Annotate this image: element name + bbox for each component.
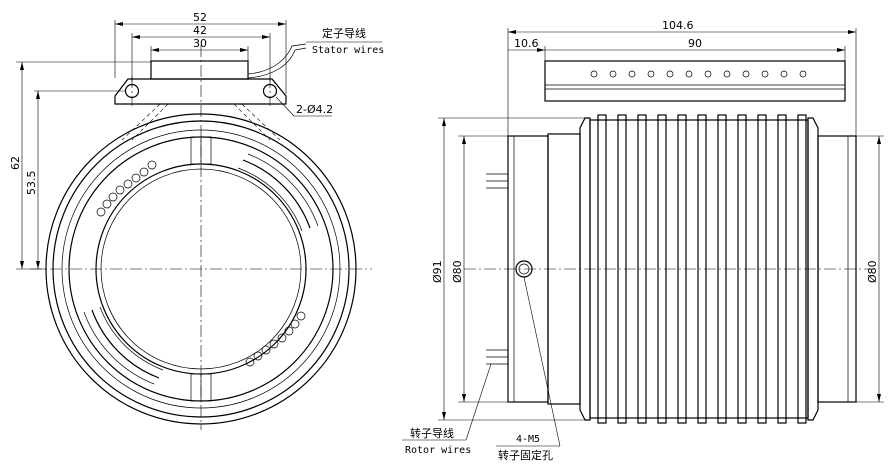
rotor-wire-pins bbox=[486, 173, 508, 365]
side-left-dimensions: Ø91 Ø80 bbox=[431, 117, 585, 421]
front-view: 52 42 30 定子导线 Stator wires 2-Ø4.2 bbox=[9, 11, 384, 430]
contact-beads-bottom-right bbox=[245, 311, 306, 367]
strip-holes bbox=[590, 70, 807, 78]
dim-dia-80-left: Ø80 bbox=[451, 260, 464, 283]
rotor-wires-cn: 转子导线 bbox=[410, 426, 454, 440]
side-top-dimensions: 104.6 10.6 90 bbox=[507, 19, 857, 136]
dim-mount-holes: 2-Ø4.2 bbox=[296, 103, 333, 116]
front-top-dimensions: 52 42 30 bbox=[114, 11, 287, 94]
brush-arc-top-right bbox=[242, 159, 311, 229]
rotor-wires-en: Rotor wires bbox=[405, 445, 471, 456]
front-left-dimensions: 62 53.5 bbox=[9, 61, 151, 270]
dim-10-6: 10.6 bbox=[514, 37, 539, 50]
dim-30: 30 bbox=[193, 37, 207, 50]
dim-42: 42 bbox=[193, 24, 207, 37]
fix-hole-spec: 4-M5 bbox=[516, 434, 540, 445]
dim-dia-80-right: Ø80 bbox=[866, 260, 879, 283]
top-strip bbox=[544, 60, 846, 102]
stator-wire bbox=[247, 43, 307, 75]
dim-90: 90 bbox=[688, 37, 702, 50]
dim-53-5: 53.5 bbox=[25, 171, 38, 196]
dim-52: 52 bbox=[193, 11, 207, 24]
side-right-dimension: Ø80 bbox=[856, 135, 884, 403]
dim-62: 62 bbox=[9, 156, 22, 170]
stator-wires-cn: 定子导线 bbox=[322, 26, 366, 40]
brush-arc-bottom-left bbox=[91, 309, 160, 379]
stator-wires-en: Stator wires bbox=[312, 45, 384, 56]
dim-dia-91: Ø91 bbox=[431, 260, 444, 283]
contact-beads-top-left bbox=[96, 160, 157, 217]
side-view: 104.6 10.6 90 bbox=[402, 19, 884, 462]
fix-hole-cn: 转子固定孔 bbox=[498, 448, 553, 462]
dim-104-6: 104.6 bbox=[662, 19, 694, 32]
